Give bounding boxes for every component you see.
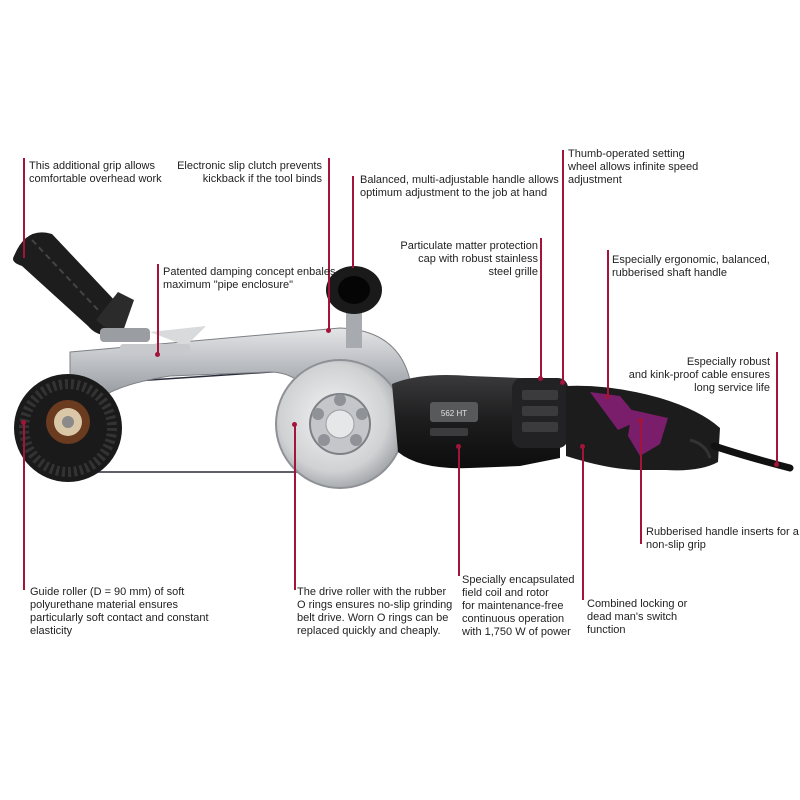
dot-locking-switch bbox=[580, 444, 585, 449]
dot-setting-wheel bbox=[560, 380, 565, 385]
dot-guide-roller bbox=[21, 420, 26, 425]
leader-slip-clutch bbox=[328, 158, 330, 330]
callout-balanced-handle: Balanced, multi-adjustable handle allows… bbox=[360, 174, 559, 199]
leader-guide-roller bbox=[23, 422, 25, 590]
callout-damping: Patented damping concept enbales maximum… bbox=[163, 266, 336, 291]
dot-field-coil bbox=[456, 444, 461, 449]
leader-cable bbox=[776, 352, 778, 464]
dot-slip-clutch bbox=[326, 328, 331, 333]
shaft-handle bbox=[566, 385, 720, 471]
leader-handle-inserts bbox=[640, 420, 642, 544]
leader-additional-grip bbox=[23, 158, 25, 258]
leader-locking-switch bbox=[582, 446, 584, 600]
dot-handle-inserts bbox=[638, 418, 643, 423]
model-badge: 562 HT bbox=[441, 409, 467, 418]
leader-balanced-handle bbox=[352, 176, 354, 268]
dot-protection-cap bbox=[538, 376, 543, 381]
leader-protection-cap bbox=[540, 238, 542, 378]
callout-drive-roller: The drive roller with the rubber O rings… bbox=[297, 586, 453, 637]
callout-setting-wheel: Thumb-operated setting wheel allows infi… bbox=[568, 148, 699, 186]
protection-cap bbox=[326, 266, 382, 348]
leader-field-coil bbox=[458, 446, 460, 576]
callout-guide-roller: Guide roller (D = 90 mm) of soft polyure… bbox=[30, 586, 209, 637]
leader-damping bbox=[157, 264, 159, 354]
power-cable bbox=[710, 442, 794, 472]
leader-shaft-handle bbox=[607, 250, 609, 396]
guide-roller bbox=[14, 374, 122, 482]
leader-setting-wheel bbox=[562, 150, 564, 382]
callout-field-coil: Specially encapsulated field coil and ro… bbox=[462, 574, 575, 638]
callout-locking-switch: Combined locking or dead man's switch fu… bbox=[587, 598, 688, 636]
dot-drive-roller bbox=[292, 422, 297, 427]
leader-drive-roller bbox=[294, 424, 296, 590]
dot-damping bbox=[155, 352, 160, 357]
dot-shaft-handle bbox=[605, 394, 610, 399]
additional-grip-handle bbox=[13, 232, 150, 342]
callout-protection-cap: Particulate matter protection cap with r… bbox=[400, 240, 538, 278]
speed-setting-wheel bbox=[512, 378, 568, 448]
dot-cable bbox=[774, 462, 779, 467]
callout-cable: Especially robust and kink-proof cable e… bbox=[628, 356, 770, 394]
drive-roller bbox=[275, 359, 405, 489]
callout-additional-grip: This additional grip allows comfortable … bbox=[29, 160, 162, 185]
callout-slip-clutch: Electronic slip clutch prevents kickback… bbox=[177, 160, 322, 185]
callout-shaft-handle: Especially ergonomic, balanced, rubberis… bbox=[612, 254, 770, 279]
callout-handle-inserts: Rubberised handle inserts for a non-slip… bbox=[646, 526, 799, 551]
